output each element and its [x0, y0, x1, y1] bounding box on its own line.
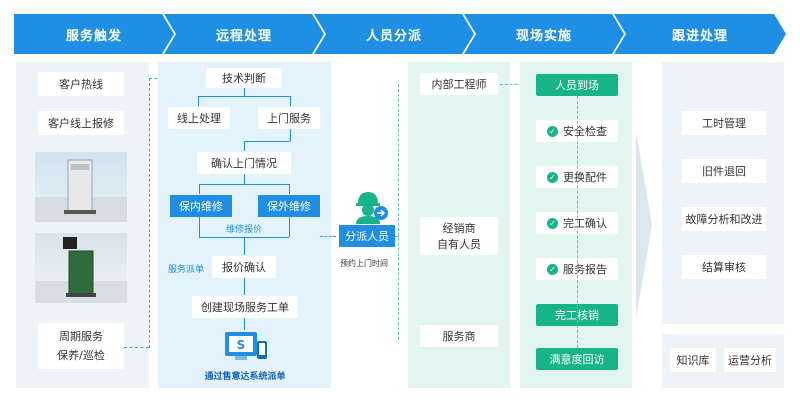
check-icon: ✓: [547, 171, 558, 183]
trigger-online-repair: 客户线上报修: [38, 111, 124, 135]
dispatch-note-label: 服务派单: [168, 265, 205, 275]
svg-text:S: S: [237, 338, 246, 352]
internal-engineer: 内部工程师: [420, 73, 498, 95]
line: [244, 278, 245, 295]
connector-steps: [577, 96, 578, 348]
connector-periodic: [124, 347, 149, 348]
followup-return-parts: 旧件退回: [682, 159, 766, 183]
trigger-periodic: 周期服务 保养/巡检: [38, 323, 124, 369]
step-label: 完工确认: [563, 217, 607, 230]
periodic-line-1: 周期服务: [59, 330, 103, 343]
repair-quote-label: 维修报价: [226, 225, 263, 235]
connector-dispatch-engineers: [398, 84, 399, 340]
line: [199, 184, 289, 185]
stage-onsite-label: 现场实施: [515, 28, 572, 44]
stage-trigger-label: 服务触发: [65, 28, 122, 44]
stage-remote: 远程处理: [164, 14, 324, 54]
dealer-staff: 经销商 自有人员: [420, 217, 498, 255]
followup-hours: 工时管理: [682, 111, 766, 135]
line: [199, 217, 200, 237]
step-service-report: ✓ 服务报告: [536, 258, 618, 280]
followup-fault-analysis: 故障分析和改进: [682, 207, 766, 231]
periodic-line-2: 保养/巡检: [57, 349, 105, 362]
worker-icon: [350, 188, 390, 224]
line: [289, 217, 290, 237]
step-label: 安全检查: [563, 125, 607, 138]
check-icon: ✓: [547, 217, 558, 229]
line: [290, 96, 291, 106]
stage-dispatch-label: 人员分派: [365, 28, 422, 44]
step-satisfaction-visit: 满意度回访: [536, 348, 618, 370]
line: [244, 141, 245, 151]
stage-remote-label: 远程处理: [215, 28, 272, 44]
online-process: 线上处理: [168, 107, 230, 129]
trigger-hotline: 客户热线: [38, 72, 124, 96]
confirm-onsite: 确认上门情况: [197, 152, 291, 174]
out-warranty-repair: 保外维修: [258, 195, 320, 217]
connector-engineers-onsite: [500, 84, 532, 85]
chevron-shape: [314, 14, 474, 54]
chevron-shape: [614, 14, 786, 54]
chevron-shape: [14, 14, 174, 54]
check-icon: ✓: [547, 263, 558, 275]
connector-remote-dispatch: [320, 236, 336, 237]
in-warranty-repair: 保内维修: [170, 195, 232, 217]
line: [289, 184, 290, 194]
connector-dispatch-h: [395, 236, 399, 237]
quote-confirm: 报价确认: [212, 256, 276, 278]
step-arrival: 人员到场: [536, 74, 618, 96]
onsite-service: 上门服务: [258, 107, 320, 129]
connector-trigger-remote-v: [149, 78, 150, 348]
check-icon: ✓: [547, 125, 558, 137]
line: [290, 129, 291, 141]
followup-settlement: 结算审核: [682, 255, 766, 279]
line: [244, 88, 245, 96]
stage-onsite: 现场实施: [464, 14, 624, 54]
machine-image-1: [35, 152, 127, 222]
stage-dispatch: 人员分派: [314, 14, 474, 54]
operations-analysis: 运营分析: [724, 348, 776, 372]
system-dispatch-label: 通过售意达系统派单: [204, 372, 286, 382]
step-label: 服务报告: [563, 263, 607, 276]
line: [198, 96, 290, 97]
chevron-shape: [164, 14, 324, 54]
dealer-line-1: 经销商: [442, 222, 476, 235]
create-onsite-order: 创建现场服务工单: [192, 296, 298, 318]
schedule-visit-label: 预约上门时间: [340, 259, 388, 268]
line: [244, 318, 245, 330]
dealer-line-2: 自有人员: [437, 238, 481, 251]
step-label: 更换配件: [563, 171, 607, 184]
system-logo-icon: S: [223, 331, 269, 365]
knowledge-base: 知识库: [670, 348, 716, 372]
stage-followup-label: 跟进处理: [671, 28, 728, 44]
line: [199, 184, 200, 194]
stage-followup: 跟进处理: [614, 14, 786, 54]
stage-trigger: 服务触发: [14, 14, 174, 54]
line: [244, 237, 245, 255]
service-provider: 服务商: [420, 325, 498, 347]
followup-arrow: [636, 62, 656, 388]
followup-panel: [662, 62, 784, 324]
tech-judgement: 技术判断: [206, 68, 282, 88]
dispatch-personnel: 分派人员: [339, 225, 395, 247]
line: [244, 174, 245, 184]
chevron-shape: [464, 14, 624, 54]
machine-image-2: [35, 233, 127, 303]
line: [244, 141, 290, 142]
line: [198, 96, 199, 106]
